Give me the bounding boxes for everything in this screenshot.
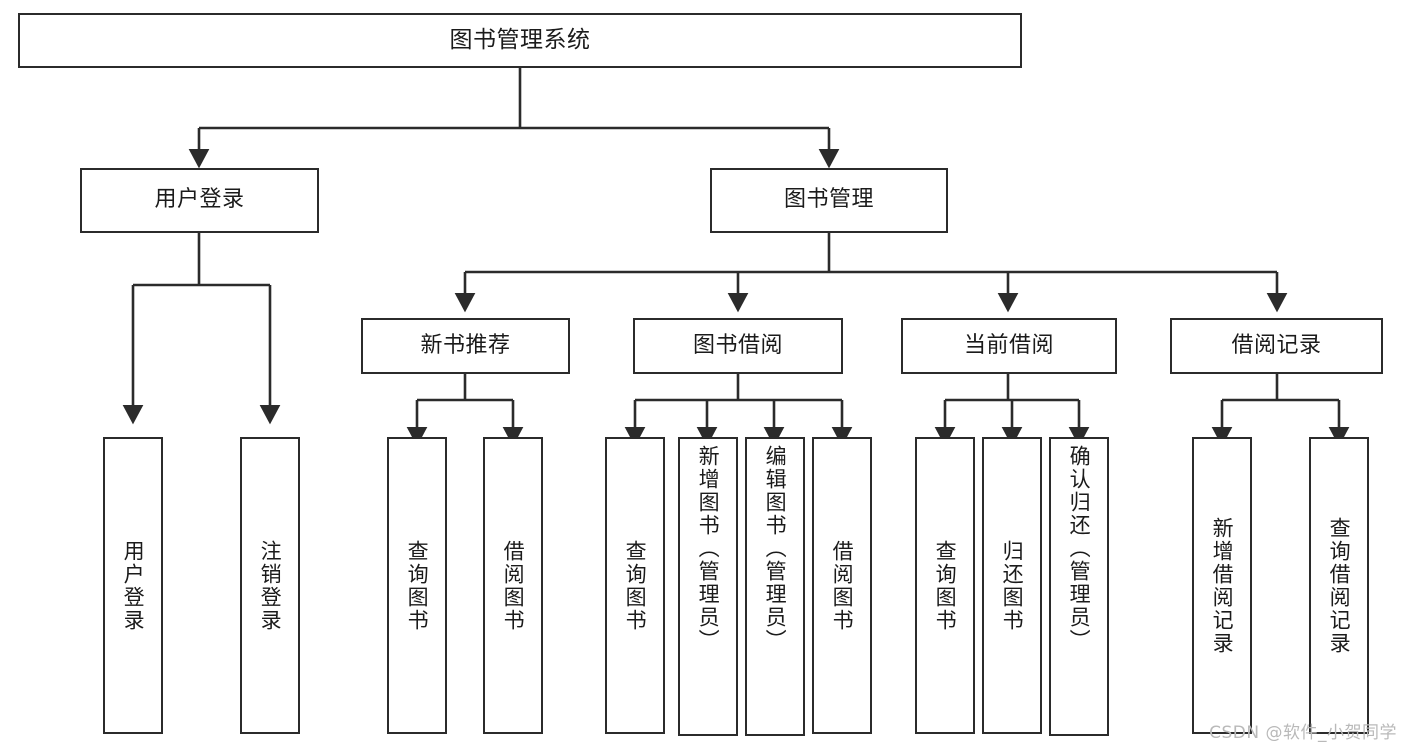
leaf-inner: 用户登录 [105, 439, 161, 732]
leaf-inner: 编辑图书（管理员） [747, 439, 803, 740]
node-label: 图书管理 [783, 187, 874, 213]
leaf-user-login[interactable]: 用户登录 [103, 437, 163, 734]
node-label: 当前借阅 [963, 332, 1054, 358]
leaf-query-book-current[interactable]: 查询图书 [915, 437, 975, 734]
leaf-inner: 查询图书 [917, 439, 973, 732]
node-borrow-record[interactable]: 借阅记录 [1170, 318, 1383, 374]
leaf-inner: 归还图书 [984, 439, 1040, 732]
leaf-label: 确认归还（管理员） [1067, 445, 1092, 652]
watermark-text: CSDN @软件_小贺同学 [1209, 723, 1397, 743]
leaf-inner: 新增借阅记录 [1194, 439, 1250, 732]
leaf-inner: 查询借阅记录 [1311, 439, 1367, 732]
node-label: 用户登录 [154, 187, 245, 213]
leaf-label: 查询借阅记录 [1327, 516, 1352, 655]
node-current-borrow[interactable]: 当前借阅 [901, 318, 1117, 374]
node-book-management[interactable]: 图书管理 [710, 168, 948, 233]
leaf-inner: 注销登录 [242, 439, 298, 732]
leaf-inner: 借阅图书 [814, 439, 870, 732]
node-label: 图书管理系统 [449, 26, 591, 53]
leaf-label: 新增图书（管理员） [696, 445, 721, 652]
leaf-inner: 确认归还（管理员） [1051, 439, 1107, 740]
node-label: 借阅记录 [1231, 332, 1322, 358]
leaf-query-borrow-record[interactable]: 查询借阅记录 [1309, 437, 1369, 734]
leaf-borrow-book[interactable]: 借阅图书 [812, 437, 872, 734]
leaf-label: 用户登录 [121, 539, 146, 632]
leaf-add-book-admin[interactable]: 新增图书（管理员） [678, 437, 738, 736]
leaf-add-borrow-record[interactable]: 新增借阅记录 [1192, 437, 1252, 734]
leaf-label: 编辑图书（管理员） [763, 445, 788, 652]
leaf-inner: 查询图书 [389, 439, 445, 732]
node-book-borrow[interactable]: 图书借阅 [633, 318, 843, 374]
node-new-book-recommend[interactable]: 新书推荐 [361, 318, 570, 374]
leaf-return-book[interactable]: 归还图书 [982, 437, 1042, 734]
leaf-inner: 新增图书（管理员） [680, 439, 736, 740]
leaf-label: 查询图书 [405, 539, 430, 632]
leaf-label: 借阅图书 [501, 539, 526, 632]
leaf-label: 注销登录 [258, 539, 283, 632]
leaf-inner: 查询图书 [607, 439, 663, 732]
leaf-edit-book-admin[interactable]: 编辑图书（管理员） [745, 437, 805, 736]
leaf-inner: 借阅图书 [485, 439, 541, 732]
node-label: 图书借阅 [692, 332, 783, 358]
node-label: 新书推荐 [420, 332, 511, 358]
leaf-borrow-book-new[interactable]: 借阅图书 [483, 437, 543, 734]
leaf-label: 查询图书 [933, 539, 958, 632]
leaf-label: 查询图书 [623, 539, 648, 632]
leaf-label: 归还图书 [1000, 539, 1025, 632]
leaf-query-book-borrow[interactable]: 查询图书 [605, 437, 665, 734]
leaf-logout[interactable]: 注销登录 [240, 437, 300, 734]
leaf-label: 新增借阅记录 [1210, 516, 1235, 655]
leaf-query-book-new[interactable]: 查询图书 [387, 437, 447, 734]
leaf-label: 借阅图书 [830, 539, 855, 632]
leaf-confirm-return-admin[interactable]: 确认归还（管理员） [1049, 437, 1109, 736]
node-root-system[interactable]: 图书管理系统 [18, 13, 1022, 68]
node-user-login[interactable]: 用户登录 [80, 168, 319, 233]
